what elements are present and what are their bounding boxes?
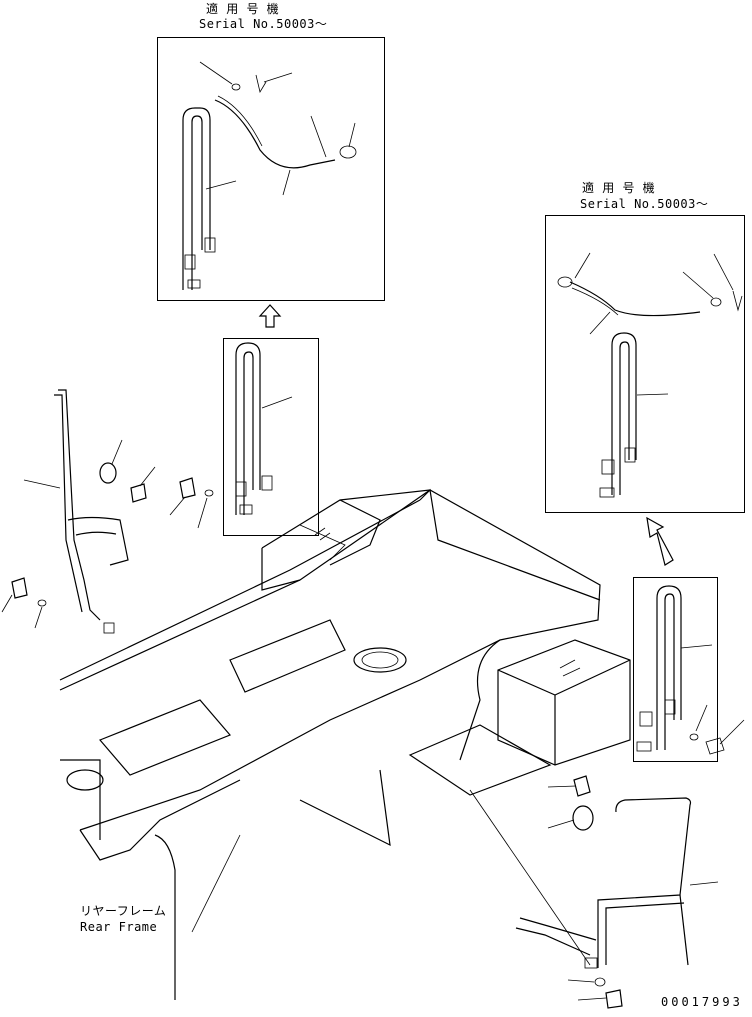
callout-top-applicable-label: 適 用 号 機 — [206, 2, 280, 16]
top-detail-handrail — [182, 74, 357, 290]
rear-frame-label-ja: リヤーフレーム — [80, 904, 167, 918]
callout-top-serial-label: Serial No.50003～ — [199, 17, 328, 31]
callout-right-serial-label: Serial No.50003～ — [580, 197, 709, 211]
detail-box-mid — [223, 338, 319, 536]
top-detail-leader-lines — [199, 61, 356, 196]
detail-box-top — [157, 37, 385, 301]
step-bracket — [515, 775, 719, 1009]
rear-frame-body — [59, 488, 631, 1000]
callout-right-applicable-label: 適 用 号 機 — [582, 181, 656, 195]
frame-leader-lines — [191, 789, 591, 966]
detail-box-right — [545, 215, 745, 513]
drawing-number: 00017993 — [661, 995, 743, 1009]
arrow-up-left — [646, 516, 674, 566]
left-handrail — [1, 389, 214, 634]
rear-frame-label-en: Rear Frame — [80, 920, 158, 934]
detail-box-lower-right — [633, 577, 718, 762]
lower-right-handrail — [636, 585, 745, 755]
mid-detail-handrail — [235, 342, 293, 515]
arrow-up — [258, 304, 282, 328]
right-detail-handrail — [557, 252, 743, 498]
